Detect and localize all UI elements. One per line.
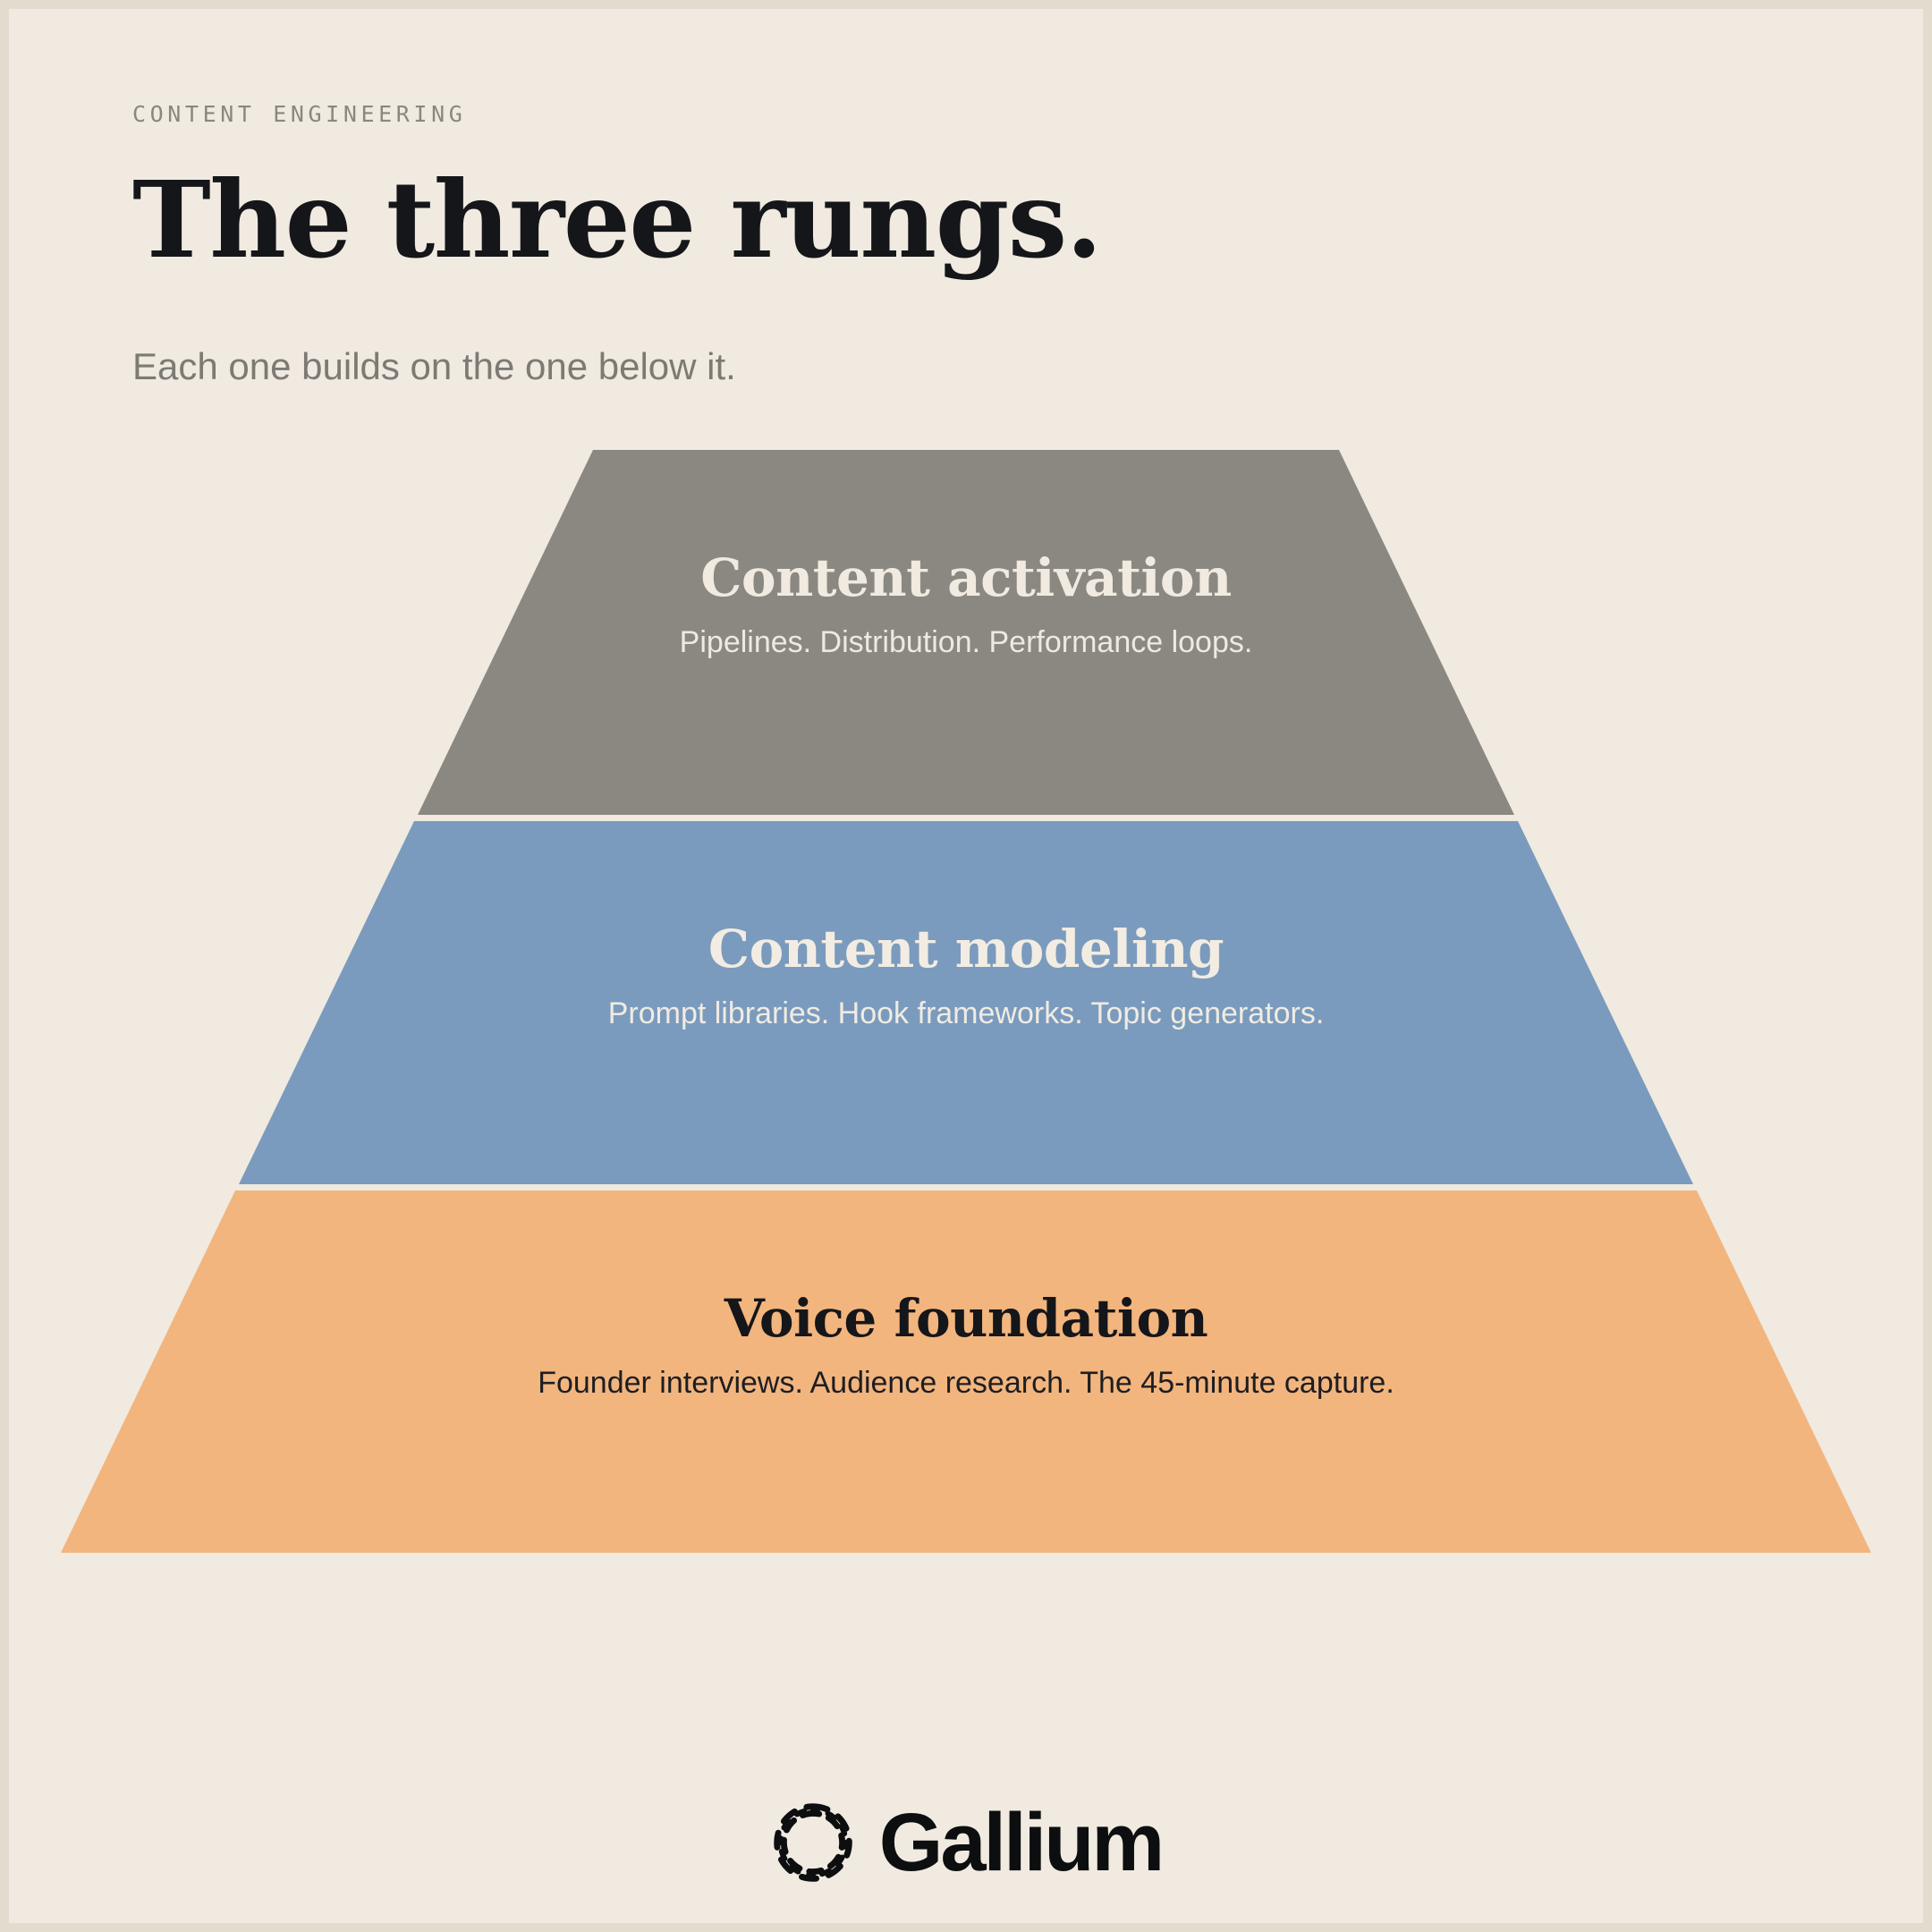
tier-title: Voice foundation [724,1288,1208,1349]
braided-ring-icon [774,1803,852,1882]
pyramid-tier-content-activation: Content activation Pipelines. Distributi… [418,450,1514,815]
pyramid-tier-content-modeling: Content modeling Prompt libraries. Hook … [239,821,1693,1184]
tier-subtitle: Founder interviews. Audience research. T… [538,1365,1394,1400]
tier-title: Content activation [700,547,1232,608]
tier-subtitle: Prompt libraries. Hook frameworks. Topic… [607,996,1325,1030]
brand-wordmark: Gallium [878,1797,1165,1888]
footer-logo: Gallium [0,1800,1932,1885]
page-title: The three rungs. [132,157,1103,282]
eyebrow-label: CONTENT ENGINEERING [132,101,467,127]
header-block: CONTENT ENGINEERING The three rungs. Eac… [132,103,1385,390]
pyramid-tier-voice-foundation: Voice foundation Founder interviews. Aud… [61,1191,1871,1553]
tier-subtitle: Pipelines. Distribution. Performance loo… [679,624,1253,659]
tier-title: Content modeling [708,919,1224,979]
page-subtitle: Each one builds on the one below it. [132,345,736,388]
